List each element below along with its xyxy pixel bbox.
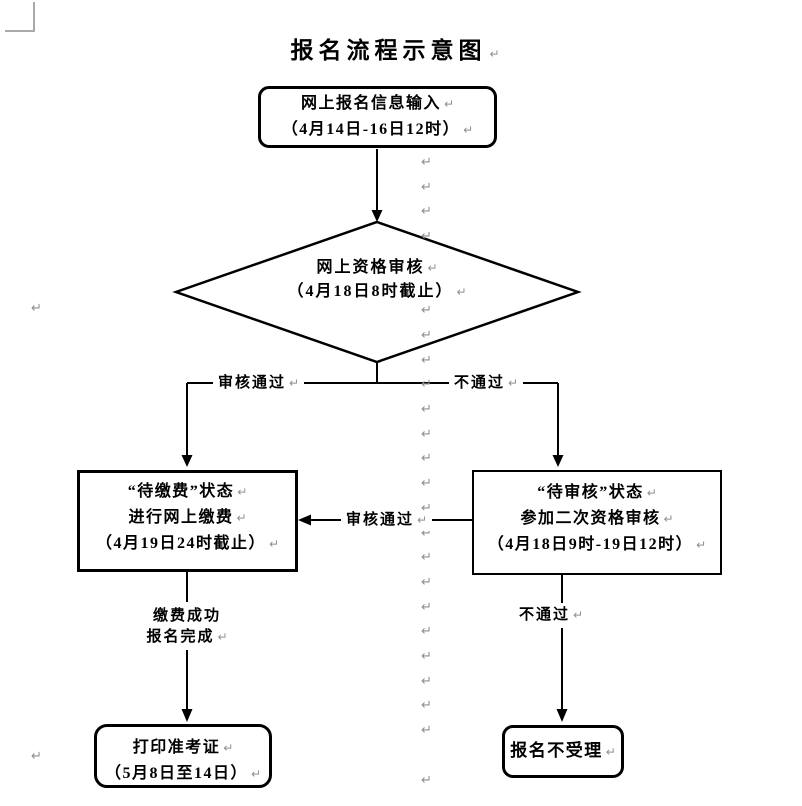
flow-node-reject: 报名不受理↵ [502,725,624,778]
edge-label-rejected-right: 不通过↵ [449,373,524,394]
return-mark-icon: ↵ [236,511,247,525]
node-start-line2: （4月14日-16日12时） [281,121,461,138]
edge-label-text: 不通过 [454,375,506,391]
edge-label-paid: 缴费成功 报名完成↵ [117,606,257,648]
node-recheck-line1: “待审核”状态 [537,484,644,501]
return-mark-icon: ↵ [421,180,432,195]
node-decision-line2: （4月18日8时截止） [287,283,454,300]
return-mark-icon: ↵ [456,285,467,299]
arrowhead-down-icon [552,455,564,467]
return-mark-icon: ↵ [421,427,432,442]
return-mark-icon: ↵ [421,723,432,738]
return-mark-icon: ↵ [605,745,616,759]
return-mark-icon: ↵ [696,538,707,552]
return-mark-icon: ↵ [250,767,262,781]
return-mark-icon: ↵ [421,353,432,368]
arrowhead-down-icon [181,709,193,722]
node-print-line1: 打印准考证 [132,739,221,756]
node-decision-line1: 网上资格审核 [316,259,425,276]
return-mark-icon: ↵ [289,376,300,390]
arrowhead-down-icon [371,210,383,222]
return-mark-icon: ↵ [463,123,474,137]
return-mark-icon: ↵ [421,451,432,466]
return-mark-icon: ↵ [443,97,455,111]
edge-label-text: 不通过 [519,607,571,623]
node-pay-line1: “待缴费”状态 [127,483,235,500]
return-mark-icon: ↵ [421,476,432,491]
node-pay-line3: （4月19日24时截止） [95,535,266,552]
return-mark-icon: ↵ [421,550,432,565]
return-mark-icon: ↵ [573,608,584,622]
return-mark-icon: ↵ [421,773,432,788]
edge-label-text: 审核通过 [346,512,415,528]
return-mark-icon: ↵ [421,698,432,713]
return-mark-icon: ↵ [217,630,228,644]
node-recheck-line3: （4月18日9时-19日12时） [487,536,694,553]
return-mark-icon: ↵ [421,526,432,541]
edge-label-text: 报名完成 [146,629,215,645]
return-mark-icon: ↵ [421,229,432,244]
return-mark-icon: ↵ [421,328,432,343]
edge-label-approved-mid: 审核通过↵ [341,510,433,531]
edge-label-text: 审核通过 [218,375,287,391]
return-mark-icon: ↵ [421,575,432,590]
return-mark-icon: ↵ [223,741,234,755]
return-mark-icon: ↵ [421,624,432,639]
arrowhead-left-icon [298,514,311,526]
return-mark-icon: ↵ [31,301,42,316]
return-mark-icon: ↵ [421,649,432,664]
return-mark-icon: ↵ [421,155,432,170]
return-mark-icon: ↵ [421,674,432,689]
return-mark-icon: ↵ [508,376,519,390]
return-mark-icon: ↵ [268,537,280,551]
node-recheck-line2: 参加二次资格审核 [520,510,661,527]
node-reject-line1: 报名不受理 [510,741,603,760]
return-mark-icon: ↵ [427,261,438,275]
node-print-line2: （5月8日至14日） [104,765,248,782]
page-title: 报名流程示意图↵ [0,31,790,65]
margin-corner-mark [5,2,35,32]
return-mark-icon: ↵ [421,204,432,219]
node-start-line1: 网上报名信息输入 [300,95,441,112]
return-mark-icon: ↵ [421,377,432,392]
return-mark-icon: ↵ [421,600,432,615]
return-mark-icon: ↵ [421,402,432,417]
arrowhead-down-icon [556,709,568,722]
node-pay-line2: 进行网上缴费 [128,509,234,526]
edge-label-text: 缴费成功 [152,608,221,624]
flow-node-recheck: “待审核”状态↵ 参加二次资格审核↵ （4月18日9时-19日12时）↵ [472,470,722,575]
return-mark-icon: ↵ [489,47,500,61]
return-mark-icon: ↵ [646,486,657,500]
return-mark-icon: ↵ [421,501,432,516]
edge-label-approved-left: 审核通过↵ [213,373,305,394]
flow-node-pay: “待缴费”状态↵ 进行网上缴费↵ （4月19日24时截止）↵ [77,470,298,572]
return-mark-icon: ↵ [31,749,42,764]
return-mark-icon: ↵ [417,513,428,527]
arrowhead-down-icon [181,455,193,467]
edge-label-rejected-bottom: 不通过↵ [514,605,589,626]
return-mark-icon: ↵ [663,512,674,526]
page-title-text: 报名流程示意图 [290,38,487,63]
flow-node-print: 打印准考证↵ （5月8日至14日）↵ [94,724,272,788]
flow-node-start: 网上报名信息输入↵ （4月14日-16日12时）↵ [258,86,497,148]
return-mark-icon: ↵ [237,485,248,499]
return-mark-icon: ↵ [421,303,432,318]
flow-node-decision: 网上资格审核↵ （4月18日8时截止）↵ [227,256,527,304]
